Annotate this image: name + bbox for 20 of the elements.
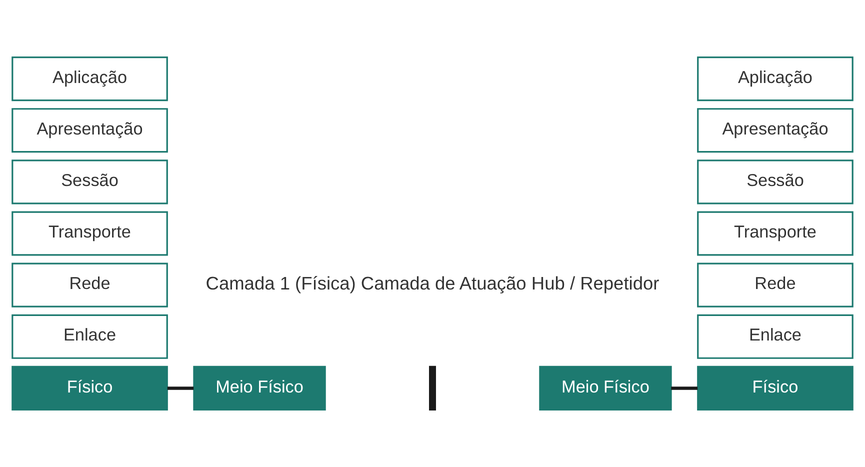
node-box: Apresentação — [697, 108, 854, 153]
node-box: Enlace — [12, 314, 168, 359]
node-box: Meio Físico — [539, 366, 672, 410]
node-box: Físico — [697, 366, 854, 410]
node-box: Rede — [12, 262, 168, 308]
node-box: Rede — [697, 262, 854, 308]
node-box: Enlace — [697, 314, 854, 359]
node-box: Aplicação — [12, 56, 168, 102]
node-box: Meio Físico — [193, 366, 326, 410]
node-box: Transporte — [697, 211, 854, 256]
node-box: Apresentação — [12, 108, 168, 153]
connector — [671, 386, 698, 390]
node-box: Sessão — [697, 160, 854, 204]
label: Camada 1 (Física) Camada de Atuação Hub / Repetidor — [206, 272, 660, 294]
connector — [167, 386, 194, 390]
node-box: Sessão — [12, 160, 168, 204]
node-box: Físico — [12, 366, 168, 410]
node-box: Aplicação — [697, 56, 854, 102]
node-box: Transporte — [12, 211, 168, 256]
node-bar — [429, 366, 436, 410]
